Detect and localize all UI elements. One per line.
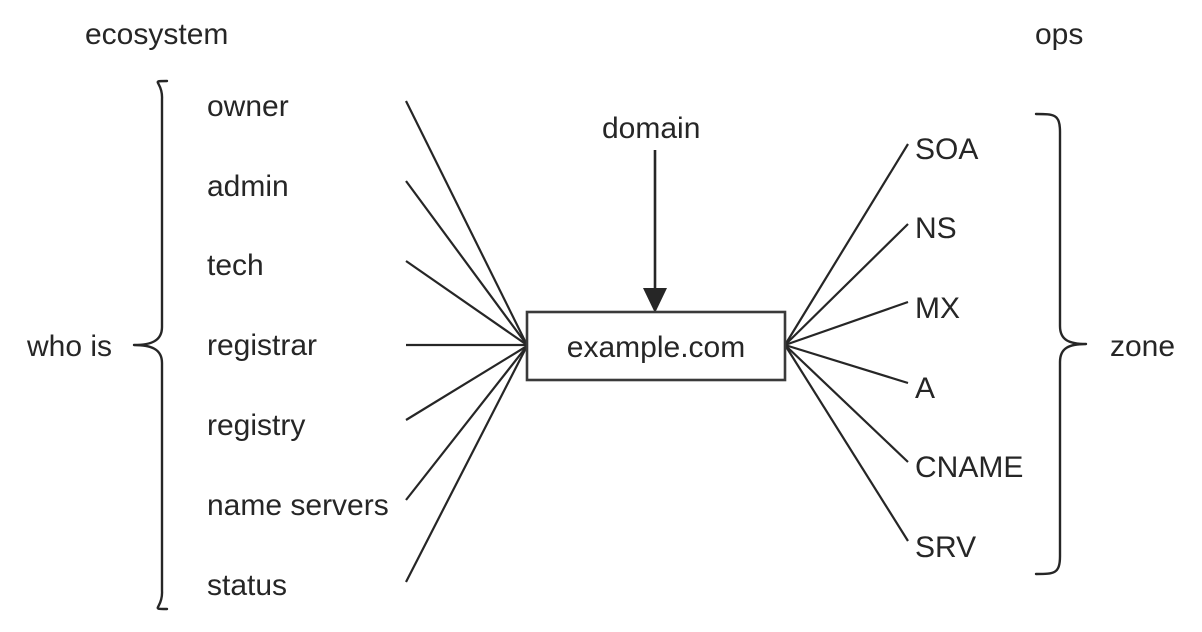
connector-ns bbox=[784, 223, 909, 346]
connector-status bbox=[405, 345, 528, 583]
right-brace bbox=[1034, 112, 1088, 576]
group-title-ops: ops bbox=[1035, 18, 1083, 51]
left-connector-group bbox=[405, 100, 528, 583]
left-item-admin[interactable]: admin bbox=[207, 170, 289, 203]
right-item-labels: SOA NS MX A CNAME SRV bbox=[915, 133, 1023, 564]
left-item-status[interactable]: status bbox=[207, 569, 287, 602]
brace-label-whois: who is bbox=[26, 330, 112, 363]
edge-label-domain: domain bbox=[602, 112, 700, 145]
left-item-tech[interactable]: tech bbox=[207, 249, 264, 282]
center-node-box[interactable] bbox=[525, 310, 787, 382]
right-item-cname[interactable]: CNAME bbox=[915, 451, 1023, 484]
connector-mx bbox=[784, 300, 909, 347]
domain-arrow-head bbox=[643, 288, 667, 313]
connector-tech bbox=[405, 260, 528, 346]
connector-srv bbox=[784, 344, 909, 542]
left-item-registry[interactable]: registry bbox=[207, 409, 305, 442]
connector-cname bbox=[784, 344, 909, 463]
domain-arrow bbox=[643, 150, 667, 313]
right-item-soa[interactable]: SOA bbox=[915, 133, 978, 166]
right-item-srv[interactable]: SRV bbox=[915, 531, 976, 564]
group-title-ecosystem: ecosystem bbox=[85, 18, 228, 51]
center-node-label: example.com bbox=[567, 331, 745, 364]
left-item-name-servers[interactable]: name servers bbox=[207, 489, 389, 522]
left-item-labels: owner admin tech registrar registry name… bbox=[207, 90, 389, 602]
brace-label-zone: zone bbox=[1110, 330, 1175, 363]
right-connector-group bbox=[784, 143, 909, 542]
connector-a bbox=[784, 343, 909, 385]
left-item-owner[interactable]: owner bbox=[207, 90, 289, 123]
connector-name-servers bbox=[405, 345, 528, 501]
right-item-ns[interactable]: NS bbox=[915, 212, 957, 245]
connector-registry bbox=[405, 345, 528, 421]
connector-admin bbox=[405, 180, 528, 346]
left-brace bbox=[132, 79, 169, 611]
left-item-registrar[interactable]: registrar bbox=[207, 329, 317, 362]
connector-soa bbox=[784, 143, 909, 346]
connector-owner bbox=[405, 100, 528, 346]
right-item-mx[interactable]: MX bbox=[915, 292, 960, 325]
right-item-a[interactable]: A bbox=[915, 372, 935, 405]
